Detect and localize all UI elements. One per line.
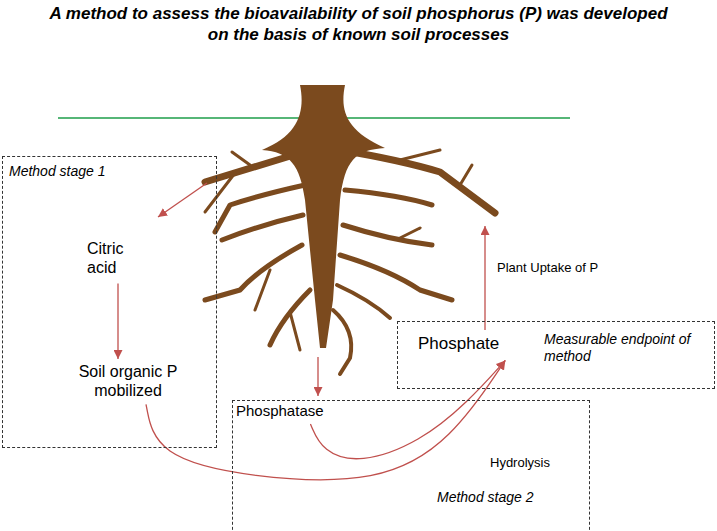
root-branch [343,225,432,245]
method-stage-box: Method stage 1 Citric acidSoil organic P … [2,156,217,448]
endpoint-box: Measurable endpoint of method Phosphate [397,321,715,389]
process-arrow [146,360,505,479]
root-branch [205,245,302,300]
process-label: Citric acid [87,239,149,277]
node-text: Phosphatase [236,402,324,420]
process-label: Phosphatase [236,402,324,420]
root-branch [400,228,420,238]
root-branch [345,190,432,205]
root-branch [337,285,390,318]
root-branch [400,150,440,160]
process-label: Phosphate [418,334,499,354]
node-text: Soil organic P mobilized [53,362,203,400]
root-branch [340,150,495,213]
root-branch [333,310,351,374]
root-branch [232,152,250,165]
process-annotation: Plant Uptake of P [495,260,600,276]
root-branch [255,270,270,310]
stage-heading: Measurable endpoint of method [544,331,709,365]
uptake-arrow [484,226,485,330]
exudation-arrow [317,357,318,396]
exudation-arrow [158,183,207,217]
root-trunk [262,85,385,348]
stage-heading: Method stage 2 [437,489,577,506]
edge-label: Hydrolysis [488,455,552,471]
node-text: Phosphate [418,334,499,354]
node-text: Citric acid [87,239,149,277]
root-branch [460,165,472,185]
process-arrow [117,283,118,359]
diagram-title: A method to assess the bioavailability o… [40,3,677,46]
root-branch [290,312,300,350]
root-branch [222,215,303,240]
process-arrow [310,360,505,458]
stage-heading: Method stage 1 [9,163,159,180]
process-label: Soil organic P mobilized [53,362,203,400]
